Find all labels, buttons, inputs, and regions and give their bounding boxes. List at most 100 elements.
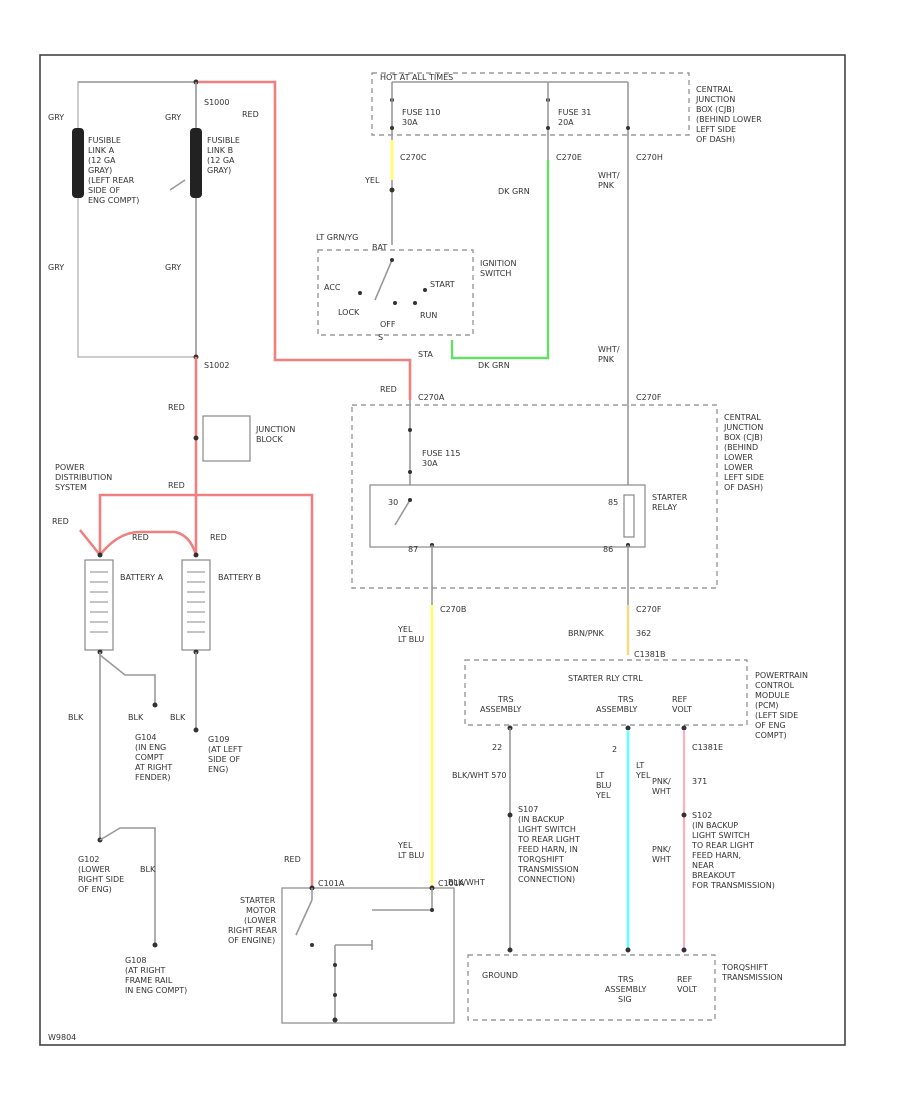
torqshift-label: TORQSHIFT TRANSMISSION: [721, 963, 783, 982]
dk-grn-label-bot: DK GRN: [478, 361, 510, 370]
red-label-pds: RED: [168, 481, 185, 490]
gry-label-b: GRY: [165, 113, 181, 122]
trs-assembly-l-label: TRS ASSEMBLY: [480, 695, 521, 714]
lt-yel-label: LT YEL: [635, 761, 651, 780]
wht-pnk-label-mid: WHT/ PNK: [598, 345, 622, 364]
conn-c270b: C270B: [440, 605, 466, 614]
ignition-switch-label: IGNITION SWITCH: [480, 259, 519, 278]
conn-c101a-right: C101A: [438, 879, 465, 888]
splice-s1000: S1000: [204, 98, 229, 107]
fuse-110-label: FUSE 110 30A: [402, 108, 443, 127]
brn-pnk-label: BRN/PNK: [568, 629, 605, 638]
pcm-label: POWERTRAIN CONTROL MODULE (PCM) (LEFT SI…: [755, 671, 811, 740]
ground-label: GROUND: [482, 971, 518, 980]
conn-c1381b: C1381B: [634, 650, 665, 659]
g109-label: G109 (AT LEFT SIDE OF ENG): [208, 735, 245, 774]
trs-assembly-bot-label: TRS ASSEMBLY SIG: [605, 975, 649, 1004]
wire-no-362: 362: [636, 629, 651, 638]
conn-c270a: C270A: [418, 393, 445, 402]
battery-b-label: BATTERY B: [218, 573, 261, 582]
blk-wht-label: BLK/WHT: [448, 878, 485, 887]
torqshift-box: [467, 954, 716, 1021]
g104-label: G104 (IN ENG COMPT AT RIGHT FENDER): [135, 733, 175, 782]
ign-acc-label: ACC: [324, 283, 341, 292]
central-jb-top-label: CENTRAL JUNCTION BOX (CJB) (BEHIND LOWER…: [695, 85, 764, 144]
s107-label: S107 (IN BACKUP LIGHT SWITCH TO REAR LIG…: [517, 805, 582, 884]
conn-c270f: C270F: [636, 393, 662, 402]
starter-relay-label: STARTER RELAY: [652, 493, 690, 512]
wire-no-371: 371: [692, 777, 707, 786]
relay-pin-86: 86: [603, 545, 613, 554]
red-starter-wire: [98, 493, 314, 888]
ignition-switch-box: [317, 249, 474, 336]
pcm-box: [464, 659, 748, 726]
yel-lt-blu-label-bot: YEL LT BLU: [397, 841, 424, 860]
fusible-link-b: [190, 128, 202, 198]
gry-label-d: GRY: [165, 263, 181, 272]
conn-c270e: C270E: [556, 153, 582, 162]
conn-c270c: C270C: [400, 153, 427, 162]
red-feed-wire: [198, 80, 412, 400]
pnk-wht-label-bot: PNK/ WHT: [652, 845, 673, 864]
red-label-mid: RED: [380, 385, 397, 394]
pin-2-label: 2: [612, 745, 617, 754]
ign-start-label: START: [430, 280, 455, 289]
battery-a: [84, 559, 114, 651]
red-jumper-wire: [98, 530, 198, 556]
red-label-starter: RED: [284, 855, 301, 864]
pin-22-label: 22: [492, 743, 502, 752]
blk-label-1: BLK: [68, 713, 84, 722]
gry-label-c: GRY: [48, 263, 64, 272]
blk-wht-570-label: BLK/WHT 570: [452, 771, 507, 780]
yel-lt-blu-label-top: YEL LT BLU: [397, 625, 424, 644]
g102-label: G102 (LOWER RIGHT SIDE OF ENG): [78, 855, 127, 894]
starter-motor-label: STARTER MOTOR (LOWER RIGHT REAR OF ENGIN…: [228, 896, 280, 945]
trs-assembly-r-label: TRS ASSEMBLY: [596, 695, 637, 714]
footer-code: W9804: [48, 1033, 76, 1042]
red-label-jumper: RED: [132, 533, 149, 542]
diagram-frame: [39, 54, 846, 1046]
pnk-wht-label-top: PNK/ WHT: [652, 777, 673, 796]
red-label-batb: RED: [210, 533, 227, 542]
fusible-link-a: [72, 128, 84, 198]
starter-relay: [369, 484, 646, 548]
fusible-a-label: FUSIBLE LINK A (12 GA GRAY) (LEFT REAR S…: [88, 136, 139, 205]
ign-lock-label: LOCK: [338, 308, 360, 317]
conn-c101a-left: C101A: [318, 879, 345, 888]
battery-a-label: BATTERY A: [120, 573, 164, 582]
conn-c270f-bot: C270F: [636, 605, 662, 614]
power-distribution-label: POWER DISTRIBUTION SYSTEM: [55, 463, 115, 492]
splice-s1002: S1002: [204, 361, 229, 370]
red-label-jb: RED: [168, 403, 185, 412]
battery-b: [181, 559, 211, 651]
central-jb-mid-label: CENTRAL JUNCTION BOX (CJB) (BEHIND LOWER…: [723, 413, 767, 492]
ign-run-label: RUN: [420, 311, 437, 320]
lt-grn-yel-label: LT GRN/YG: [316, 233, 358, 242]
conn-c270h: C270H: [636, 153, 663, 162]
pin-s-label: S: [378, 333, 383, 342]
blk-label-3: BLK: [170, 713, 186, 722]
gry-label-a: GRY: [48, 113, 64, 122]
conn-c1381e: C1381E: [692, 743, 723, 752]
ign-off-label: OFF: [380, 320, 396, 329]
junction-block: [202, 415, 251, 462]
fuse-115-label: FUSE 115 30A: [422, 449, 463, 468]
red-label-left: RED: [52, 517, 69, 526]
junction-block-label: JUNCTION BLOCK: [255, 425, 298, 444]
ign-bat-label: BAT: [372, 243, 387, 252]
relay-pin-85: 85: [608, 498, 618, 507]
lt-blu-yel-label: LT BLU YEL: [595, 771, 614, 800]
yel-label-top: YEL: [364, 176, 380, 185]
blk-label-4: BLK: [140, 865, 156, 874]
ref-volt-label: REF VOLT: [672, 695, 692, 714]
dk-grn-wire: [450, 160, 550, 360]
starter-motor-box: [281, 887, 455, 1024]
fuse-31-label: FUSE 31 20A: [558, 108, 594, 127]
s102-label: S102 (IN BACKUP LIGHT SWITCH TO REAR LIG…: [691, 811, 775, 890]
relay-pin-30: 30: [388, 498, 398, 507]
ref-volt-bot-label: REF VOLT: [677, 975, 697, 994]
blk-label-2: BLK: [128, 713, 144, 722]
starter-rly-ctrl-label: STARTER RLY CTRL: [568, 674, 643, 683]
hot-at-all-times-label: HOT AT ALL TIMES: [380, 73, 453, 82]
